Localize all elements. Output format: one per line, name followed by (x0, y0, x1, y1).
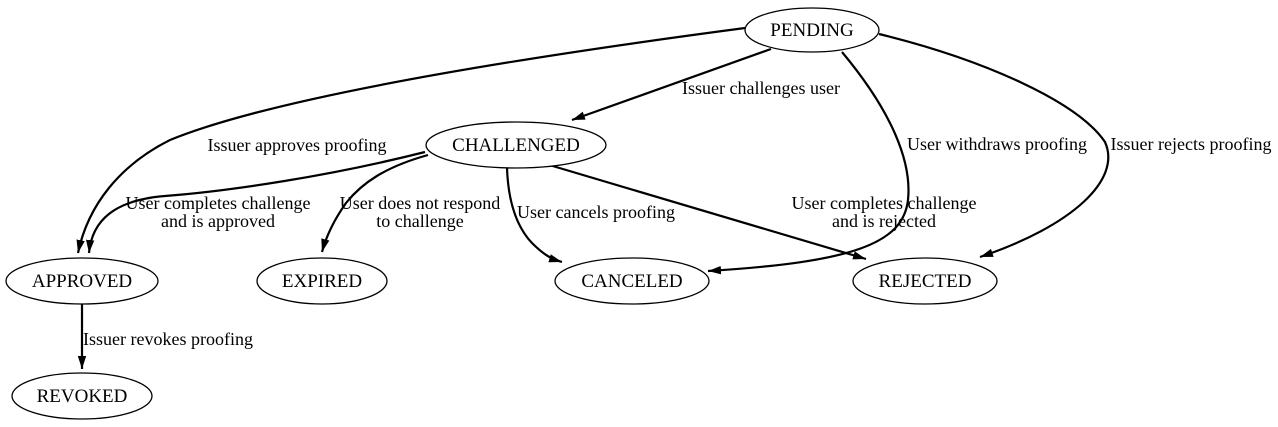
edge-label-user-does-not-respond-line2: to challenge (376, 211, 463, 231)
node-canceled-shape (554, 257, 710, 305)
node-pending-label: PENDING (770, 20, 854, 41)
node-rejected-shape (852, 257, 998, 305)
edge-label-user-does-not-respond-line1: User does not respond (340, 193, 500, 213)
edge-pending-approved (76, 26, 746, 254)
node-expired: EXPIRED (256, 257, 388, 305)
edge-label-issuer-revokes-proofing: Issuer revokes proofing (83, 329, 253, 349)
edge-pending-canceled (707, 51, 910, 275)
edge-label-user-completes-approved: User completes challenge and is approved (126, 193, 311, 231)
node-canceled-label: CANCELED (581, 271, 682, 292)
edge-label-user-completes-rejected: User completes challenge and is rejected (792, 193, 977, 231)
node-challenged-label: CHALLENGED (452, 135, 580, 156)
edge-label-user-withdraws-proofing: User withdraws proofing (907, 134, 1087, 154)
edge-label-user-cancels-proofing: User cancels proofing (517, 202, 675, 222)
node-rejected-label: REJECTED (879, 271, 972, 292)
node-revoked-label: REVOKED (37, 386, 128, 407)
node-canceled: CANCELED (554, 257, 710, 305)
edge-label-user-completes-rejected-line2: and is rejected (832, 211, 936, 231)
edge-pending-challenged (571, 47, 772, 122)
edge-label-user-completes-approved-line2: and is approved (161, 211, 275, 231)
node-approved-label: APPROVED (32, 271, 132, 292)
edge-label-user-completes-rejected-line1: User completes challenge (792, 193, 977, 213)
node-revoked-shape (11, 372, 153, 420)
node-revoked: REVOKED (11, 372, 153, 420)
node-pending-shape (744, 7, 880, 53)
node-challenged-shape (425, 121, 607, 169)
edge-label-user-does-not-respond: User does not respond to challenge (340, 193, 500, 231)
edge-label-user-completes-approved-line1: User completes challenge (126, 193, 311, 213)
edge-label-issuer-approves-proofing: Issuer approves proofing (208, 135, 387, 155)
edge-challenged-approved (86, 150, 426, 254)
edge-pending-rejected (878, 32, 1110, 259)
edge-label-issuer-rejects-proofing: Issuer rejects proofing (1111, 134, 1272, 154)
node-expired-shape (256, 257, 388, 305)
node-rejected: REJECTED (852, 257, 998, 305)
edge-label-issuer-challenges-user: Issuer challenges user (682, 78, 840, 98)
node-expired-label: EXPIRED (282, 271, 362, 292)
edge-challenged-expired (320, 153, 429, 253)
node-approved-shape (5, 257, 159, 305)
node-challenged: CHALLENGED (425, 121, 607, 169)
node-pending: PENDING (744, 7, 880, 53)
edge-challenged-rejected (545, 162, 867, 261)
edge-challenged-canceled (505, 167, 563, 264)
node-approved: APPROVED (5, 257, 159, 305)
